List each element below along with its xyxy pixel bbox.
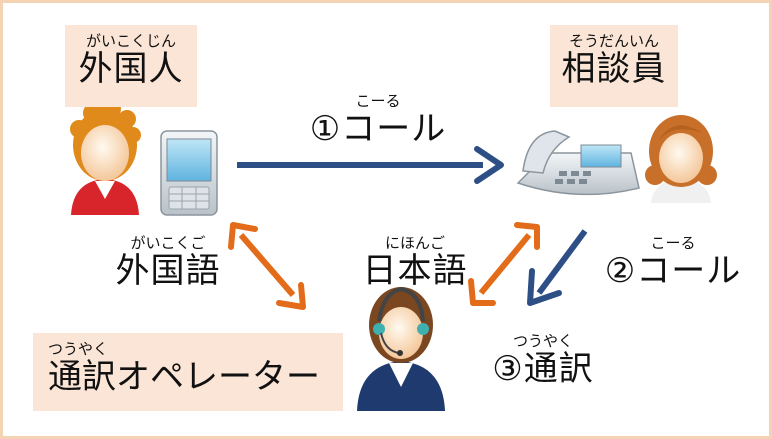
japanese-label: にほんご 日本語 [355,235,475,291]
interpretation-text: ③通訳 [492,349,594,389]
foreigner-ruby: がいこくじん [85,32,176,50]
operator-headset-icon [357,286,445,411]
interpretation-ruby: つうやく [512,332,573,350]
interpretation-label: つうやく ③通訳 [473,333,613,389]
call1-ruby: こーる [355,92,401,110]
japanese-arrow [468,222,540,306]
foreign-language-text: 外国語 [115,251,221,291]
call1-label: こーる ①コール [303,93,453,149]
counselor-ruby: そうだんいん [568,32,659,50]
counselor-text: 相談員 [561,49,667,89]
interpreter-operator-label: つうやく 通訳オペレーター [33,333,343,411]
interpreter-operator-ruby: つうやく [48,340,109,358]
call1-arrow [237,146,504,184]
counselor-person-icon [645,115,717,203]
call2-text: ②コール [604,251,742,291]
call1-text: ①コール [309,109,447,149]
call2-ruby: こーる [650,234,696,252]
mobile-phone-icon [160,130,218,216]
interpreter-operator-text: 通訳オペレーター [48,357,320,397]
desk-phone-icon [516,130,640,196]
japanese-ruby: にほんご [384,234,445,252]
foreigner-label: がいこくじん 外国人 [65,25,197,107]
call2-arrow [527,229,588,306]
foreign-language-ruby: がいこくご [130,234,206,252]
foreigner-person-icon [70,99,141,215]
foreign-language-label: がいこくご 外国語 [108,235,228,291]
call2-label: こーる ②コール [593,235,753,291]
counselor-label: そうだんいん 相談員 [550,25,678,107]
japanese-text: 日本語 [362,251,468,291]
foreigner-text: 外国人 [78,49,184,89]
foreign-language-arrow [228,222,306,310]
diagram-graphics [70,99,717,411]
